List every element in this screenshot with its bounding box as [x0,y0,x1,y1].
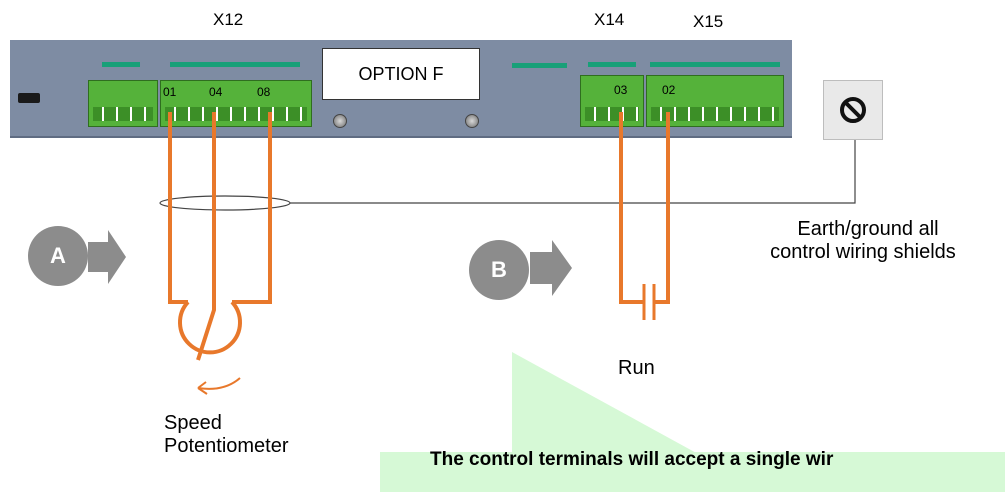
speed-label-line1: Speed [164,412,222,434]
marker-b [530,240,572,296]
usb-port-icon [18,93,40,103]
terminal-number-04: 04 [209,85,223,99]
screw-icon [333,114,347,128]
callout-pointer [512,352,700,455]
terminal-number-01: 01 [163,85,177,99]
earth-label-line1: Earth/ground all [797,218,939,240]
earth-label-line2: control wiring shields [770,241,956,263]
terminal-block-x12 [160,80,312,127]
status-led-bar [650,62,780,67]
status-led-bar [102,62,140,67]
x15-header: X15 [693,12,724,31]
ground-line [290,140,856,204]
terminal-number-02: 02 [662,83,676,97]
status-led-bar [588,62,636,67]
x14-header: X14 [594,10,625,29]
status-led-bar [512,63,567,68]
run-contact-icon [642,284,656,320]
note-text: The control terminals will accept a sing… [430,449,834,470]
terminal-number-08: 08 [257,85,271,99]
marker-a [88,230,126,284]
potentiometer-symbol [178,300,242,355]
arrow-right-icon [88,230,126,284]
option-f-box: OPTION F [322,48,480,100]
wiring-diagram [88,112,856,455]
terminal-block-x14 [580,75,644,127]
marker-b-circle: B [469,240,529,300]
speed-pot-label: Speed Potentiometer [164,412,289,458]
run-contact-wires [619,112,670,304]
arrow-right-icon [530,240,572,296]
status-led-bar [170,62,300,67]
x12-header: X12 [213,10,244,29]
no-symbol-icon [840,97,866,123]
earth-ground-label: Earth/ground all control wiring shields [728,218,998,264]
shield-ground-wire [159,140,856,211]
screw-icon [465,114,479,128]
ground-symbol-box [823,80,883,140]
pot-rotation-arrow [197,377,241,395]
run-label: Run [618,357,655,379]
terminal-number-03: 03 [614,83,628,97]
speed-pot-wires [168,112,272,361]
marker-a-circle: A [28,226,88,286]
speed-label-line2: Potentiometer [164,435,289,457]
terminal-block-x11 [88,80,158,127]
